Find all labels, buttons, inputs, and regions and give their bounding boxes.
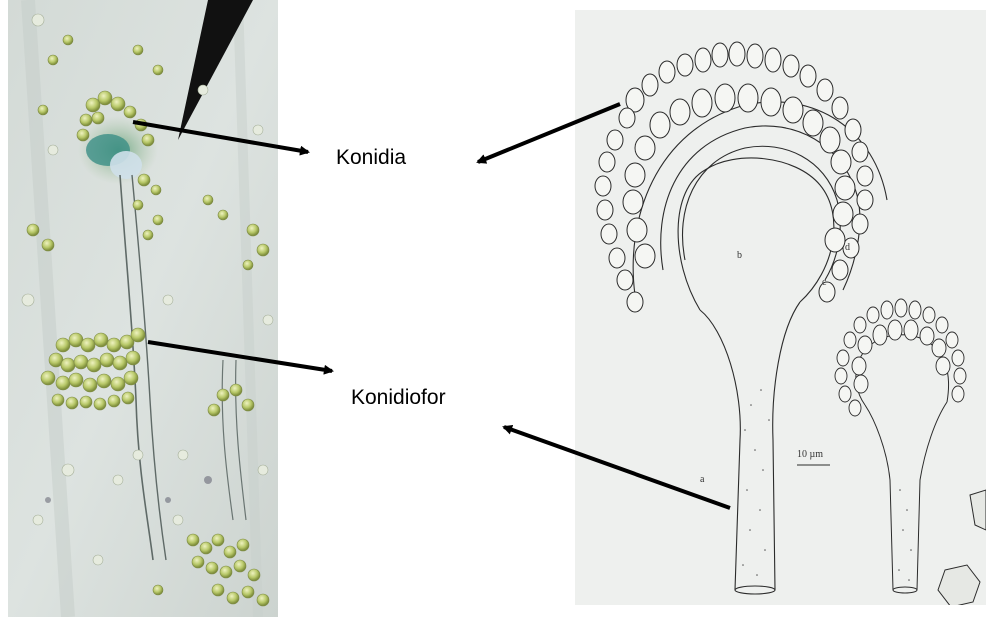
scale-bar-label: 10 µm: [797, 449, 823, 460]
letter-c: c: [822, 277, 827, 288]
letter-a: a: [700, 474, 705, 485]
letter-d: d: [845, 242, 850, 253]
konidiofor-label: Konidiofor: [351, 386, 446, 410]
letter-b: b: [737, 250, 742, 261]
conidiophore-drawing: a b c d 10 µm: [575, 10, 986, 605]
microscope-photo: [8, 0, 278, 617]
konidia-label: Konidia: [336, 146, 406, 170]
